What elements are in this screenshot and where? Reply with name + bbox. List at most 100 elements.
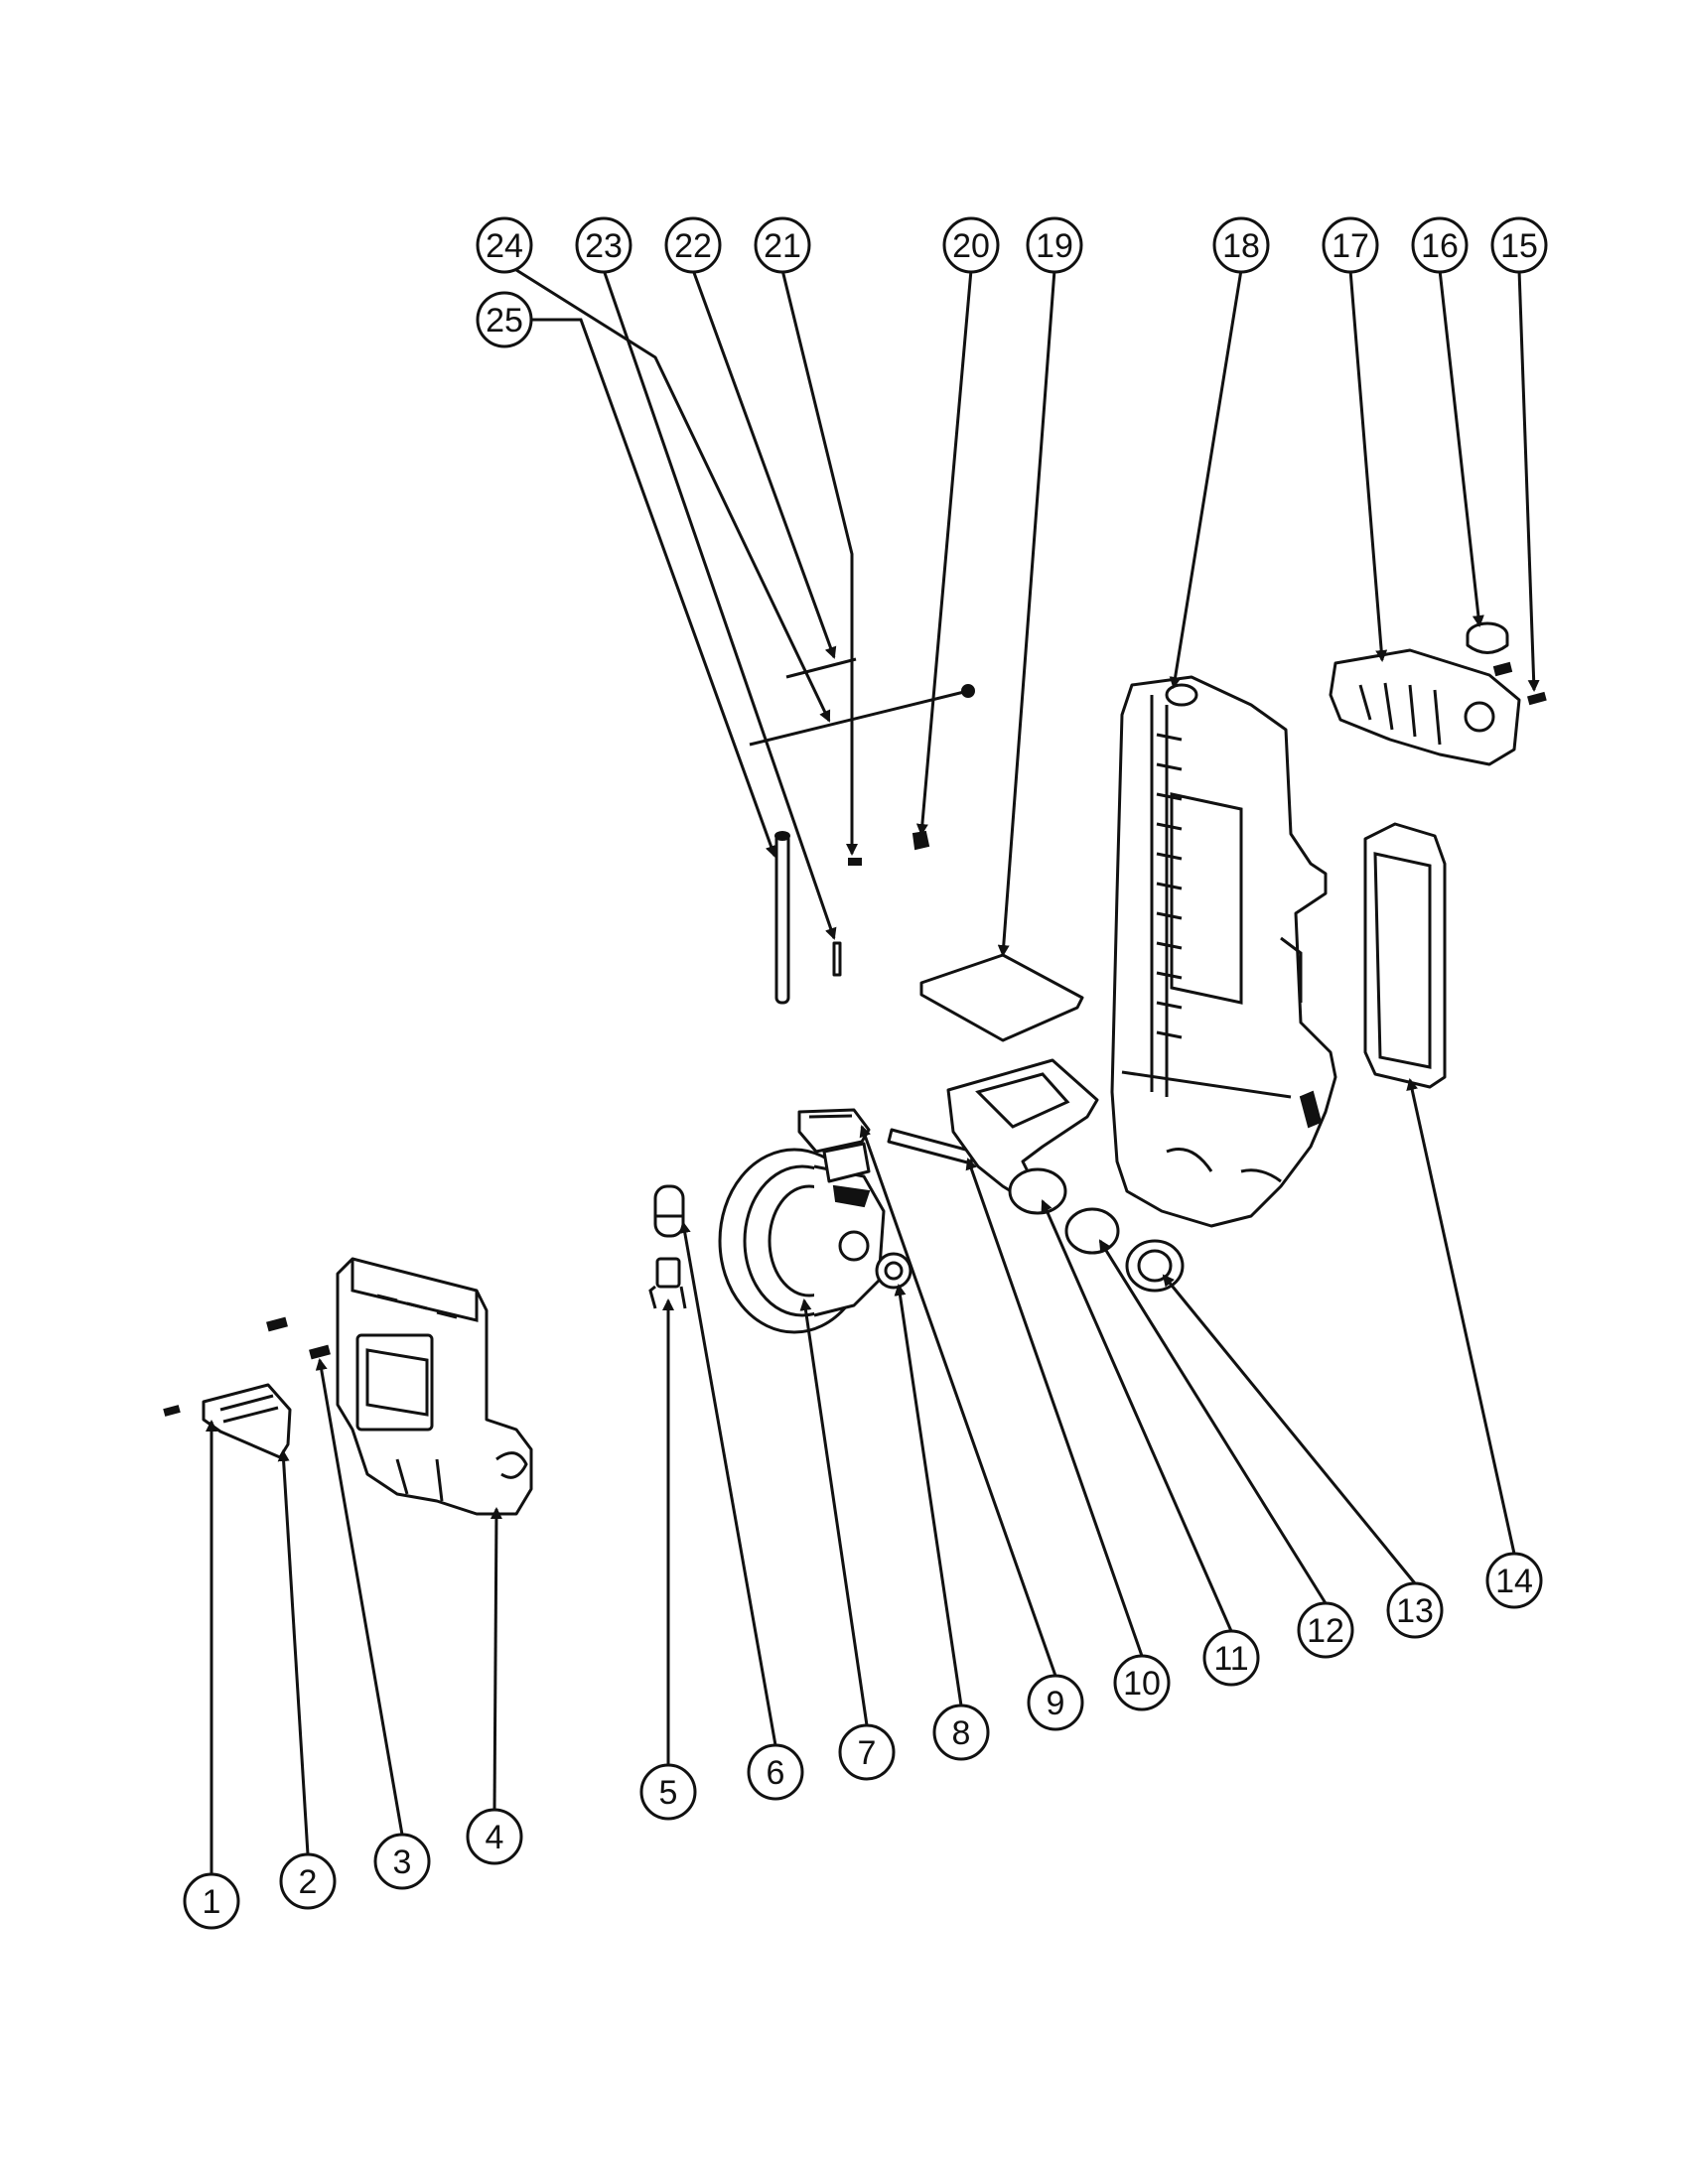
leader-10	[965, 1158, 1144, 1657]
leader-lines	[206, 268, 1540, 1874]
part-18-main-housing	[1110, 675, 1337, 1228]
callout-13-label: 13	[1396, 1592, 1434, 1630]
callout-14-label: 14	[1495, 1563, 1533, 1600]
callout-4: 4	[466, 1808, 523, 1865]
leader-19	[997, 269, 1056, 957]
callout-5: 5	[639, 1763, 697, 1821]
part-3-screw-b	[309, 1344, 331, 1360]
leader-20	[915, 269, 973, 836]
leader-17	[1348, 269, 1388, 662]
callout-10-label: 10	[1123, 1665, 1161, 1703]
part-3-screw-a	[266, 1316, 288, 1332]
callout-6: 6	[747, 1743, 804, 1801]
callout-11: 11	[1202, 1629, 1260, 1687]
leader-22	[691, 269, 837, 659]
callout-4-label: 4	[486, 1819, 504, 1856]
part-6-bulb	[653, 1184, 685, 1238]
leader-21	[780, 269, 858, 856]
part-19-pad	[919, 953, 1084, 1042]
callout-13: 13	[1386, 1581, 1444, 1639]
callout-20: 20	[942, 216, 1000, 274]
part-8-bearing	[875, 1252, 912, 1290]
callout-17: 17	[1322, 216, 1379, 274]
callout-12: 12	[1297, 1601, 1354, 1659]
callout-23: 23	[575, 216, 632, 274]
callout-24: 24	[476, 216, 533, 274]
callout-16-label: 16	[1421, 227, 1459, 265]
callout-22-label: 22	[674, 227, 712, 265]
part-1-pin	[163, 1405, 181, 1417]
leader-9	[859, 1125, 1057, 1677]
leader-6	[678, 1221, 777, 1746]
callout-16: 16	[1411, 216, 1469, 274]
leader-23	[602, 269, 837, 940]
callout-10: 10	[1113, 1654, 1171, 1711]
callout-8: 8	[932, 1704, 990, 1761]
callout-22: 22	[664, 216, 722, 274]
part-12-ring	[1064, 1207, 1120, 1255]
callout-19-label: 19	[1036, 227, 1073, 265]
leader-2	[277, 1449, 310, 1855]
callout-8-label: 8	[952, 1714, 971, 1752]
leader-12	[1098, 1239, 1328, 1604]
callout-3: 3	[373, 1833, 431, 1890]
callout-25-label: 25	[486, 302, 523, 340]
part-15-screw	[1527, 691, 1547, 706]
callout-21: 21	[754, 216, 811, 274]
callout-21-label: 21	[764, 227, 801, 265]
callout-24-label: 24	[486, 227, 523, 265]
part-5-connector	[648, 1257, 687, 1309]
part-22-short-rod	[785, 657, 857, 679]
callout-9-label: 9	[1047, 1685, 1065, 1722]
callout-15: 15	[1490, 216, 1548, 274]
part-14-filter	[1363, 822, 1447, 1089]
callout-20-label: 20	[952, 227, 990, 265]
callout-6-label: 6	[767, 1754, 785, 1792]
part-21-clip	[848, 858, 862, 866]
part-11-gasket	[1008, 1167, 1067, 1215]
part-13-washer	[1125, 1239, 1185, 1293]
part-2-latch	[202, 1383, 292, 1459]
leader-16	[1438, 269, 1484, 627]
part-7-motor	[718, 1148, 886, 1334]
part-4-base-housing	[336, 1257, 533, 1516]
callout-11-label: 11	[1213, 1640, 1248, 1678]
callout-15-label: 15	[1500, 227, 1538, 265]
leader-24	[515, 268, 831, 723]
callout-3-label: 3	[393, 1843, 412, 1881]
callout-7-label: 7	[858, 1734, 877, 1772]
leader-11	[1041, 1199, 1233, 1632]
callout-2-label: 2	[299, 1863, 318, 1901]
callout-1-label: 1	[203, 1883, 221, 1921]
leader-14	[1406, 1078, 1516, 1555]
callout-18: 18	[1212, 216, 1270, 274]
part-16-cap	[1466, 621, 1509, 654]
leader-15	[1517, 269, 1540, 692]
callout-23-label: 23	[585, 227, 623, 265]
leader-7	[799, 1298, 869, 1726]
part-25-axle	[774, 831, 790, 1005]
callout-9: 9	[1027, 1674, 1084, 1731]
part-20-nut	[912, 830, 930, 851]
callouts: 1 2 3 4 5 6 7 8 9 10 11 12 13 14 15 16 1…	[183, 216, 1548, 1930]
callout-1: 1	[183, 1872, 240, 1930]
part-24-long-rod	[749, 684, 975, 747]
callout-7: 7	[838, 1723, 896, 1781]
callout-17-label: 17	[1332, 227, 1369, 265]
parts-illustration	[163, 621, 1547, 1516]
part-17-handle-top	[1329, 648, 1521, 766]
leader-4	[490, 1507, 502, 1811]
leader-8	[894, 1284, 963, 1706]
leader-13	[1162, 1274, 1417, 1584]
callout-18-label: 18	[1222, 227, 1260, 265]
leader-3	[315, 1358, 404, 1836]
callout-19: 19	[1026, 216, 1083, 274]
part-23-pin	[832, 941, 842, 977]
part-9-fan-duct	[797, 1108, 871, 1183]
callout-2: 2	[279, 1852, 337, 1910]
leader-25	[531, 318, 777, 858]
leader-18	[1169, 269, 1243, 689]
callout-25: 25	[476, 291, 533, 348]
callout-14: 14	[1485, 1552, 1543, 1609]
